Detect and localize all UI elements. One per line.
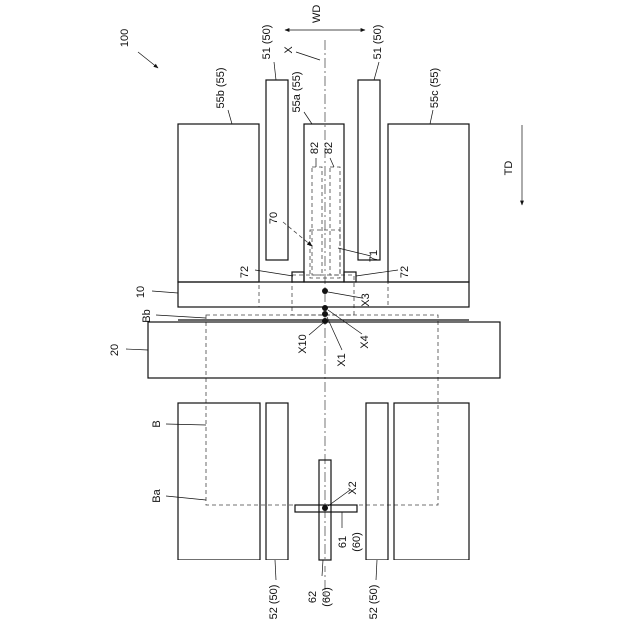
lower-guide-left-label: 52 (50): [268, 585, 280, 620]
ref-b-lead: [166, 424, 206, 425]
plate-right-lead: [430, 110, 433, 124]
ref-10-lead: [152, 291, 178, 293]
ref-x4: X4: [359, 335, 371, 348]
upper-guide-right: [358, 80, 380, 260]
point-x3: [322, 288, 328, 294]
ref-72-right: 72: [399, 266, 411, 278]
ref-72-right-lead: [356, 270, 398, 276]
plate-center-lead: [304, 112, 312, 124]
ref-bb-lead: [156, 315, 206, 318]
wd-label: WD: [311, 5, 323, 23]
ref-70: 70: [268, 212, 280, 224]
plate-right: [388, 124, 469, 282]
ref-62: 62: [307, 591, 319, 603]
ref-x10-lead: [309, 323, 323, 335]
ref-20-lead: [126, 349, 148, 350]
point-x2: [322, 505, 328, 511]
ref-72-left: 72: [239, 266, 251, 278]
plate-left-label: 55b (55): [215, 68, 227, 109]
ref-82-a: 82: [309, 142, 321, 154]
region-b: [206, 315, 438, 505]
ref-x3-lead: [328, 292, 362, 298]
ref-61-sub: (60): [351, 532, 363, 552]
plate-left-lead: [228, 110, 232, 124]
ref-82-b: 82: [323, 142, 335, 154]
ref-x3: X3: [360, 293, 372, 306]
upper-guide-right-label: 51 (50): [372, 25, 384, 60]
plate-center-label: 55a (55): [291, 72, 303, 113]
plate-left: [178, 124, 259, 282]
lower-guide-right-label: 52 (50): [368, 585, 380, 620]
lower-guide-left-inner: [266, 403, 288, 560]
ref-b: B: [151, 420, 163, 427]
ref-71-lead: [338, 248, 371, 256]
lower-guide-left-outer: [178, 403, 260, 560]
upper-guide-left-label: 51 (50): [261, 25, 273, 60]
axis-x-label: X: [283, 46, 295, 54]
cover-lower-bottom: [176, 560, 472, 566]
figure-number-arrow: [138, 52, 158, 68]
ref-x10: X10: [297, 334, 309, 354]
lower-guide-right-outer: [394, 403, 469, 560]
ref-ba-lead: [166, 496, 206, 500]
ref-bb: Bb: [141, 309, 153, 322]
ref-61: 61: [337, 536, 349, 548]
ref-70-lead: [283, 222, 312, 246]
part-72-left: [292, 272, 304, 282]
ref-82-b-lead: [330, 158, 334, 167]
ref-10: 10: [135, 286, 147, 298]
lower-guide-right-inner: [366, 403, 388, 560]
roller-20: [148, 322, 500, 378]
ref-62-sub: (60): [321, 587, 333, 607]
part-82-right: [330, 167, 340, 275]
upper-guide-left-lead: [274, 62, 276, 80]
dashed-outline-left: [178, 282, 259, 307]
ref-x1: X1: [336, 353, 348, 366]
plate-right-label: 55c (55): [429, 68, 441, 108]
axis-x-lead: [296, 52, 320, 60]
figure-number: 100: [119, 29, 131, 47]
upper-guide-left: [266, 80, 288, 260]
point-x1: [322, 311, 328, 317]
part-82-left: [312, 167, 322, 275]
dashed-outline-right: [388, 282, 469, 307]
ref-72-left-lead: [255, 270, 293, 276]
upper-guide-right-lead: [374, 62, 379, 80]
ref-x2: X2: [347, 481, 359, 494]
ref-20: 20: [109, 344, 121, 356]
base-plate-10: [178, 282, 469, 307]
point-x4: [322, 305, 328, 311]
td-label: TD: [503, 161, 515, 176]
ref-ba: Ba: [151, 488, 163, 502]
